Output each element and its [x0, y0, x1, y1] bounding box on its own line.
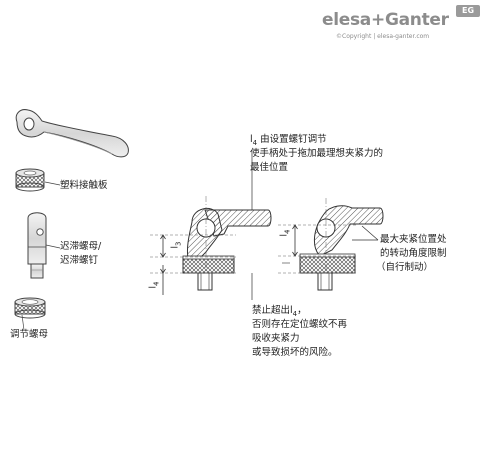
- bush-label-line1: 迟滞螺母/: [60, 241, 102, 252]
- bush-label-line2: 迟滞螺钉: [60, 255, 99, 266]
- note-warning-line3: 吸收夹紧力: [252, 333, 300, 344]
- note-warning-line4: 或导致损坏的风险。: [252, 347, 338, 358]
- dim-right-l4: l4: [279, 229, 292, 237]
- note-maxangle-line2: 的转动角度限制: [380, 248, 447, 259]
- cam-lever-icon: [15, 109, 129, 158]
- note-maxangle-line3: （自行制动）: [376, 262, 434, 273]
- note-l4-line3: 最佳位置: [250, 162, 289, 173]
- bush-pin-icon: [27, 212, 47, 279]
- note-warning-line1: 禁止超出l4，: [252, 305, 307, 318]
- note-maxangle-line1: 最大夹紧位置处: [380, 234, 447, 245]
- dim-left-l4: l4: [148, 281, 161, 289]
- note-l4-line2: 使手柄处于拖加最理想夹紧力的: [250, 148, 384, 159]
- adjust-nut-label: 调节螺母: [10, 329, 49, 340]
- note-l4-line1: l4 由设置螺钉调节: [250, 134, 327, 147]
- adjust-ring-icon: [14, 297, 46, 319]
- copyright-text: ©Copyright | elesa-ganter.com: [336, 33, 430, 40]
- left-section-view: [150, 196, 272, 295]
- brand-logo: elesa+Ganter: [322, 10, 449, 30]
- dim-left-l3: l3: [170, 241, 183, 249]
- right-section-view: [278, 198, 384, 291]
- plastic-plate-label: 塑料接触板: [60, 180, 108, 191]
- knurled-nut-icon: [15, 168, 45, 192]
- note-warning-line2: 否则存在定位螺纹不再: [252, 319, 348, 330]
- brand-badge: EG: [456, 5, 480, 17]
